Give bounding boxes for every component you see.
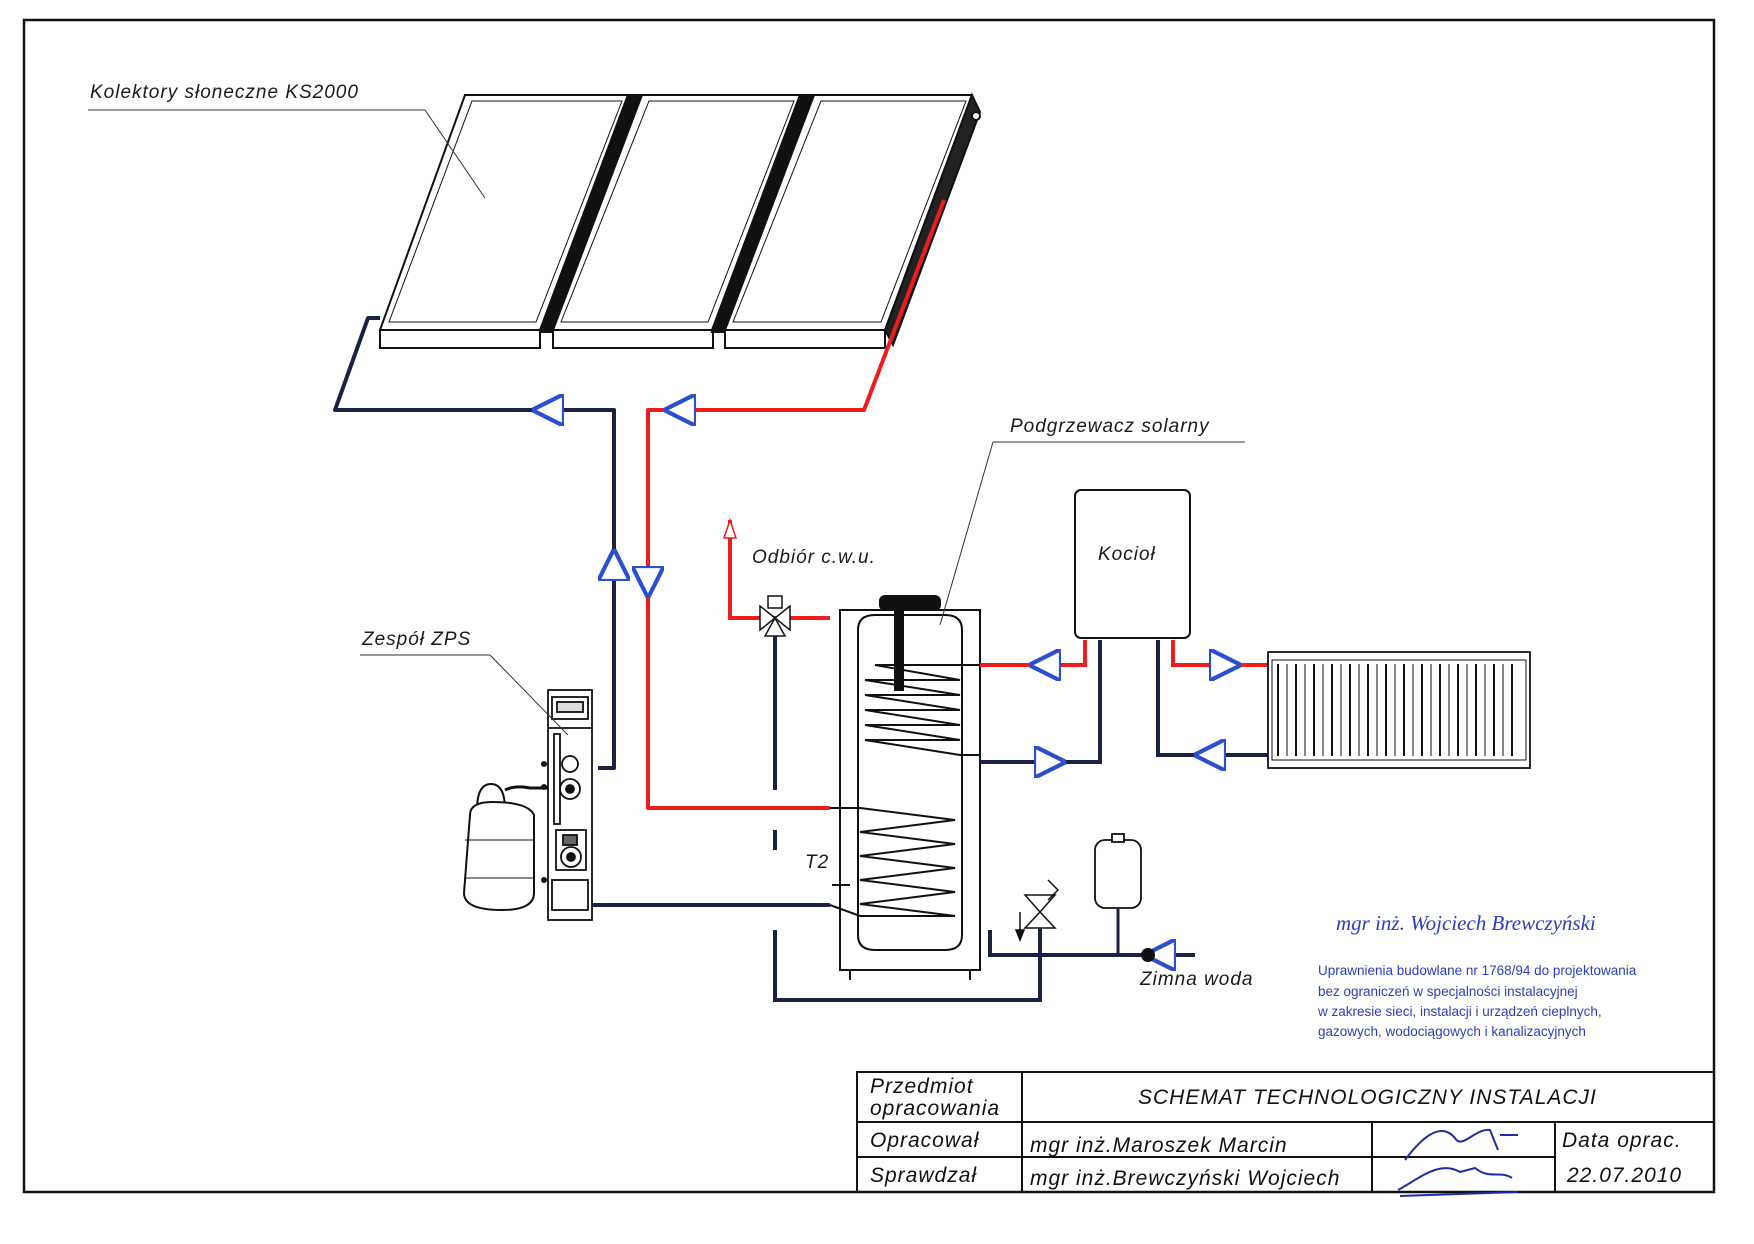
tank-to-boiler-return (980, 640, 1102, 764)
solar-expansion-vessel (462, 782, 548, 912)
safety-valve (1014, 879, 1060, 943)
upper-heating-coil (864, 664, 980, 756)
solar-collectors (370, 92, 982, 349)
subject-label-1: Przedmiot (870, 1075, 974, 1098)
title-block (856, 1071, 1715, 1193)
stamp-line-3: w zakresie sieci, instalacji i urządzeń … (1317, 1004, 1602, 1019)
zps-pump-group (547, 689, 593, 921)
date-value: 22.07.2010 (1566, 1164, 1682, 1187)
lower-solar-coil (829, 807, 956, 917)
collectors-leader (424, 109, 486, 199)
hot-water-label: Odbiór c.w.u. (752, 547, 876, 568)
collectors-label: Kolektory słoneczne KS2000 (90, 82, 359, 103)
check-valve (1141, 948, 1155, 962)
heater-leader (939, 441, 994, 626)
stamp-line-1: Uprawnienia budowlane nr 1768/94 do proj… (1318, 963, 1637, 978)
prepared-label: Opracował (870, 1129, 980, 1152)
mixing-valve (759, 595, 791, 637)
radiator-fins (1277, 664, 1513, 756)
boiler (1074, 489, 1191, 639)
zps-leader (489, 654, 569, 736)
prepared-by: mgr inż.Maroszek Marcin (1030, 1134, 1288, 1157)
heater-label: Podgrzewacz solarny (1010, 416, 1210, 437)
drawing-title: SCHEMAT TECHNOLOGICZNY INSTALACJI (1138, 1086, 1597, 1109)
boiler-to-radiator-supply (1171, 640, 1268, 667)
hot-water-arrow (722, 517, 738, 539)
water-expansion-vessel (1094, 833, 1142, 909)
zps-label: Zespół ZPS (361, 629, 471, 650)
zps-small-fittings (541, 761, 547, 883)
stamp-name: mgr inż. Wojciech Brewczyński (1336, 911, 1596, 935)
checked-label: Sprawdzał (870, 1164, 977, 1187)
signatures (1397, 1128, 1519, 1197)
stamp-line-4: gazowych, wodociągowych i kanalizacyjnyc… (1318, 1024, 1586, 1039)
subject-label-2: opracowania (870, 1097, 1000, 1120)
mixing-cold-line (773, 636, 1042, 1002)
date-label: Data oprac. (1562, 1129, 1682, 1152)
radiator (1267, 651, 1531, 769)
t2-label: T2 (805, 852, 829, 873)
cold-water-label: Zimna woda (1139, 969, 1254, 990)
solar-return-pipe (333, 316, 616, 770)
checked-by: mgr inż.Brewczyński Wojciech (1030, 1167, 1340, 1190)
hot-water-pipe (728, 520, 830, 620)
stamp-line-2: bez ograniczeń w specjalności instalacyj… (1318, 984, 1578, 999)
boiler-to-tank-supply (980, 640, 1087, 667)
solar-heater-tank (839, 595, 981, 980)
solar-supply-pipe (646, 199, 946, 810)
boiler-label: Kocioł (1098, 544, 1156, 565)
